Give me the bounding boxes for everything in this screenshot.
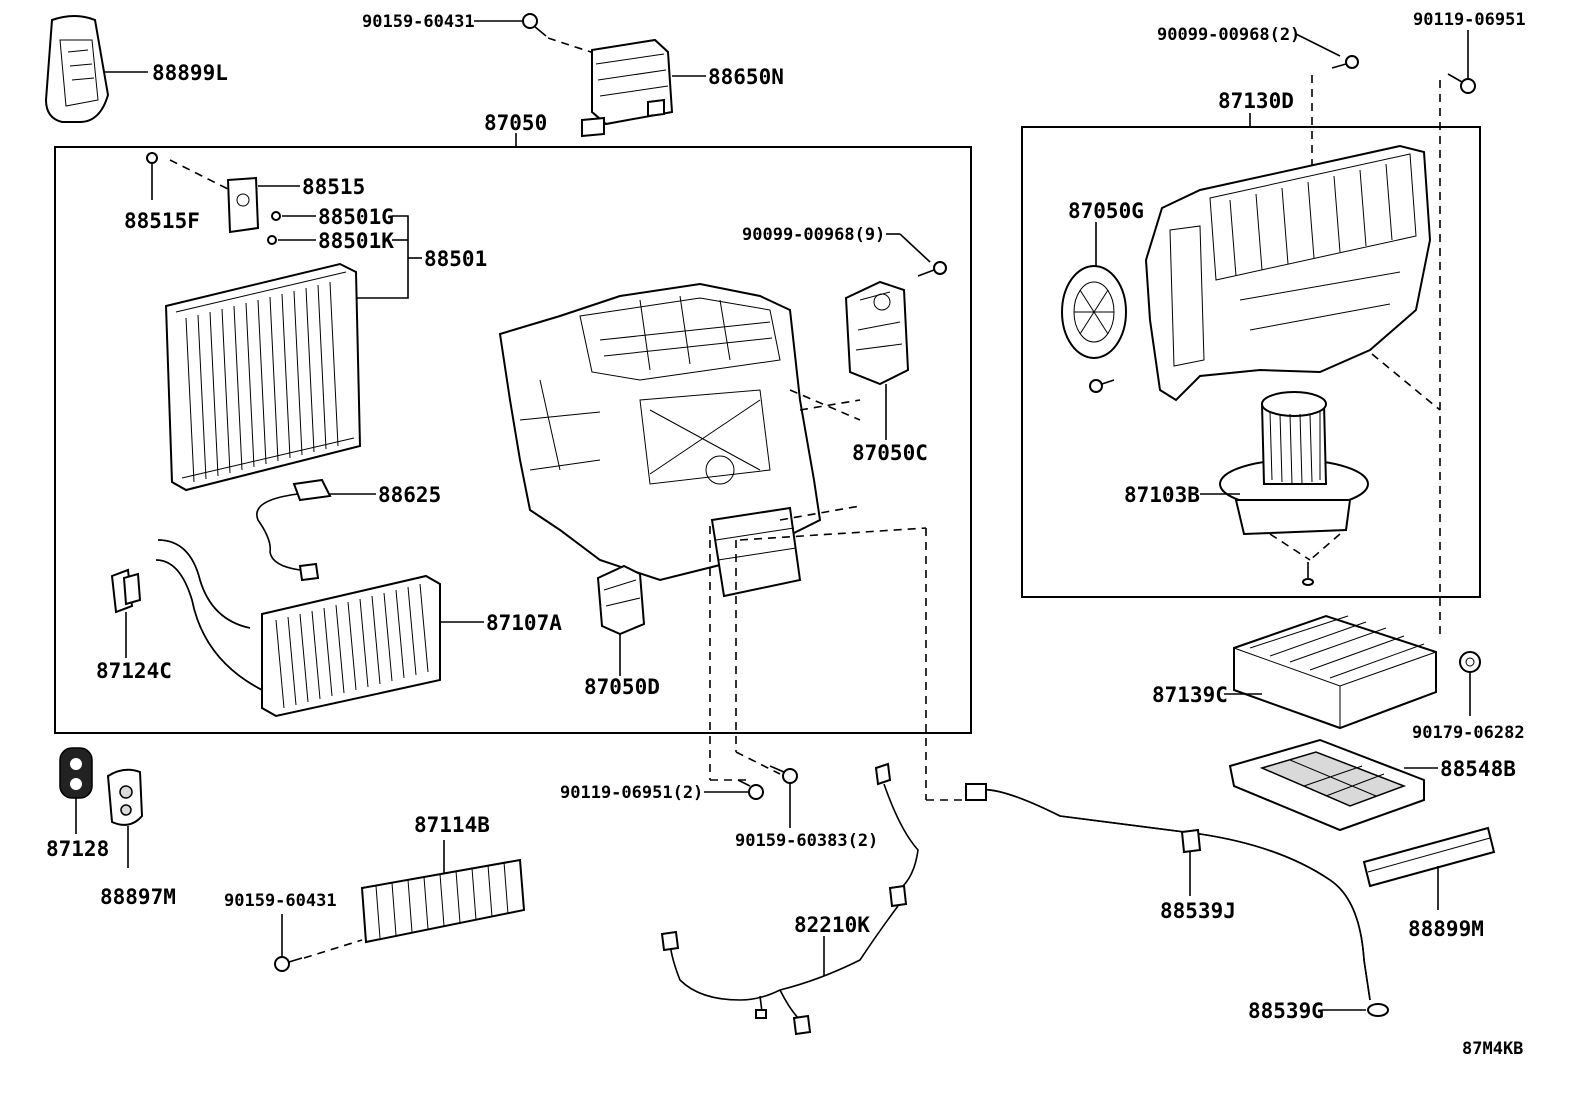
label-87050: 87050 — [484, 111, 547, 135]
part-87139C-filter-shape — [1233, 614, 1437, 730]
bolt-90159-60431-top-icon — [522, 13, 547, 37]
bolt-90159-60431-bot-icon — [274, 956, 303, 972]
part-87114B-panel-shape — [360, 858, 526, 944]
label-88899L: 88899L — [152, 61, 228, 85]
part-87050-housing-shape — [498, 282, 822, 598]
o-ring-88501G-icon — [271, 211, 281, 221]
part-87107A-heater-shape — [155, 539, 441, 718]
label-88897M: 88897M — [100, 885, 176, 909]
part-82210K-harness-shape — [660, 762, 919, 1036]
part-88897M-seal-shape — [106, 768, 144, 826]
bolt-90099-00968-2-icon — [1331, 55, 1359, 69]
label-90159-60383-2: 90159-60383(2) — [735, 831, 878, 851]
bolt-90119-06951-top-icon — [1447, 73, 1476, 94]
label-88501G: 88501G — [318, 205, 394, 229]
label-88548B: 88548B — [1440, 757, 1516, 781]
part-87130D-blower-housing-shape — [1144, 144, 1432, 402]
part-87103B-motor-shape — [1219, 391, 1369, 536]
label-90119-06951-2: 90119-06951(2) — [560, 783, 703, 803]
screw-87050G-icon — [1089, 379, 1115, 393]
label-88539J: 88539J — [1160, 899, 1236, 923]
label-87130D: 87130D — [1218, 89, 1294, 113]
frame-87050-assembly — [54, 146, 972, 734]
label-87107A: 87107A — [486, 611, 562, 635]
label-82210K: 82210K — [794, 913, 870, 937]
part-87050D-actuator-shape — [596, 564, 646, 636]
label-90099-00968-2: 90099-00968(2) — [1157, 25, 1300, 45]
part-87128-seal-shape — [59, 747, 93, 799]
part-88650N-shape — [581, 38, 674, 138]
label-87050G: 87050G — [1068, 199, 1144, 223]
label-88625: 88625 — [378, 483, 441, 507]
diagram-code: 87M4KB — [1462, 1039, 1523, 1059]
label-87050C: 87050C — [852, 441, 928, 465]
bolt-90099-00968-9-icon — [917, 261, 947, 277]
clip-88539G-icon — [1367, 1003, 1389, 1017]
part-88625-sensor-shape — [256, 478, 332, 582]
label-88501: 88501 — [424, 247, 487, 271]
label-87128: 87128 — [46, 837, 109, 861]
part-87050G-shape — [1061, 265, 1127, 359]
part-88899M-strip-shape — [1362, 826, 1496, 888]
o-ring-88501K-icon — [267, 235, 277, 245]
label-87139C: 87139C — [1152, 683, 1228, 707]
label-90159-60431-top: 90159-60431 — [362, 12, 475, 32]
part-87050C-actuator-shape — [844, 280, 910, 386]
part-88501-evaporator-shape — [164, 262, 362, 492]
part-88548B-filter-case-shape — [1228, 738, 1425, 832]
label-87103B: 87103B — [1124, 483, 1200, 507]
label-87124C: 87124C — [96, 659, 172, 683]
part-88515-shape — [226, 176, 260, 234]
label-88899M: 88899M — [1408, 917, 1484, 941]
grommet-90179-06282-icon — [1459, 651, 1481, 673]
label-90119-06951-top: 90119-06951 — [1413, 10, 1526, 30]
label-90179-06282: 90179-06282 — [1412, 723, 1525, 743]
label-88515F: 88515F — [124, 209, 200, 233]
label-88501K: 88501K — [318, 229, 394, 253]
label-87114B: 87114B — [414, 813, 490, 837]
part-88899L-shape — [44, 15, 110, 123]
label-88515: 88515 — [302, 175, 365, 199]
label-90099-00968-9: 90099-00968(9) — [742, 225, 885, 245]
bolt-90159-60383-2-icon — [769, 765, 798, 784]
label-90159-60431-bot: 90159-60431 — [224, 891, 337, 911]
label-87050D: 87050D — [584, 675, 660, 699]
label-88539G: 88539G — [1248, 999, 1324, 1023]
screw-87103B-icon — [1302, 562, 1314, 586]
frame-87130D-assembly — [1021, 126, 1481, 598]
label-88650N: 88650N — [708, 65, 784, 89]
part-87124C-clip-shape — [110, 568, 142, 614]
bolt-90119-06951-2-icon — [737, 779, 764, 800]
part-88539-duct-shape — [965, 783, 1371, 1001]
bolt-88515F-icon — [146, 152, 158, 200]
